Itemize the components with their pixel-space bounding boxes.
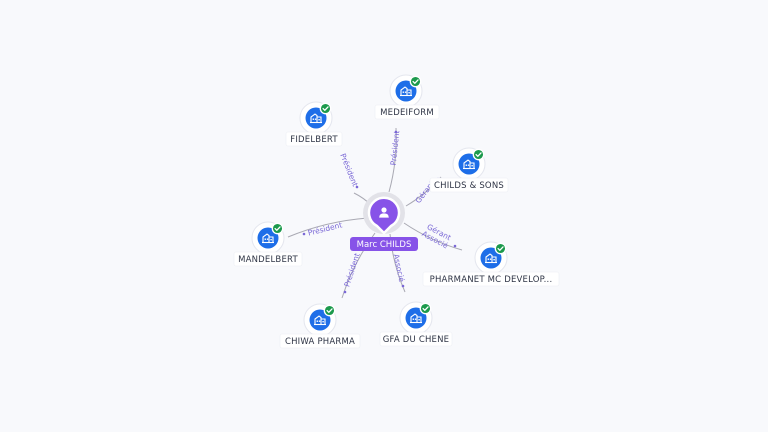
node-label-bg: [285, 131, 343, 147]
node-label[interactable]: CHIWA PHARMA: [285, 337, 355, 347]
node-core: [405, 307, 427, 329]
company-node-mandelbert[interactable]: MANDELBERT: [233, 221, 303, 267]
check-icon: [271, 222, 284, 235]
edge-arrow-dot: [394, 130, 398, 134]
node-core: [305, 107, 327, 129]
company-node-chiwa-pharma[interactable]: CHIWA PHARMA: [279, 303, 361, 349]
building-icon: [310, 113, 322, 124]
relation-label: Président: [342, 252, 361, 288]
building-icon: [262, 233, 274, 244]
company-node-childs-sons[interactable]: CHILDS & SONS: [429, 147, 509, 193]
node-label-bg: [422, 271, 560, 287]
node-label[interactable]: PHARMANET MC DEVELOP...: [430, 275, 553, 285]
building-icon: [314, 315, 326, 326]
building-icon: [410, 313, 422, 324]
edge-mandelbert: Président: [287, 217, 369, 238]
center-node-label-bg: [350, 237, 418, 251]
company-node-gfa-du-chene[interactable]: GFA DU CHENE: [379, 301, 453, 347]
edge-fidelbert: Président: [338, 152, 372, 206]
node-label[interactable]: CHILDS & SONS: [434, 181, 504, 191]
node-core: [458, 153, 480, 175]
node-core: [257, 227, 279, 249]
node-core: [480, 247, 502, 269]
node-label-bg: [233, 251, 303, 267]
node-core: [395, 80, 417, 102]
check-icon: [419, 302, 432, 315]
edge-line: [388, 127, 397, 193]
node-label-bg: [279, 333, 361, 349]
edge-line: [403, 222, 463, 251]
relation-label: Président: [389, 130, 402, 166]
node-label[interactable]: GFA DU CHENE: [383, 335, 450, 345]
edge-medeiform: Président: [388, 127, 402, 193]
edge-arrow-dot: [302, 232, 306, 236]
company-node-pharmanet[interactable]: PHARMANET MC DEVELOP...: [422, 241, 560, 287]
edge-arrow-dot: [401, 284, 405, 288]
relation-label: Président: [307, 220, 343, 237]
check-icon: [323, 304, 336, 317]
node-label[interactable]: FIDELBERT: [290, 135, 338, 145]
node-label-bg: [379, 331, 453, 347]
check-icon: [319, 102, 332, 115]
building-icon: [485, 253, 497, 264]
edge-arrow-dot: [355, 185, 359, 189]
check-icon: [494, 242, 507, 255]
check-icon: [409, 75, 422, 88]
node-label[interactable]: MANDELBERT: [238, 255, 298, 265]
building-icon: [463, 159, 475, 170]
edge-line: [287, 217, 369, 238]
person-icon: [379, 207, 389, 218]
building-icon: [400, 86, 412, 97]
company-node-medeiform[interactable]: MEDEIFORM: [374, 74, 440, 120]
center-person-node[interactable]: Marc CHILDS: [350, 192, 418, 251]
node-core: [309, 309, 331, 331]
check-icon: [472, 148, 485, 161]
edge-arrow-dot: [453, 244, 457, 248]
company-node-fidelbert[interactable]: FIDELBERT: [285, 101, 343, 147]
edge-arrow-dot: [343, 290, 347, 294]
nodes-layer: FIDELBERT MEDEIFORM CHILDS & SONS PHARMANET…: [233, 74, 560, 349]
relation-label: Associé: [392, 253, 407, 283]
node-label-bg: [374, 104, 440, 120]
relation-label: Président: [338, 152, 359, 188]
center-node-label[interactable]: Marc CHILDS: [357, 240, 412, 250]
node-label[interactable]: MEDEIFORM: [380, 108, 434, 118]
node-label-bg: [429, 177, 509, 193]
